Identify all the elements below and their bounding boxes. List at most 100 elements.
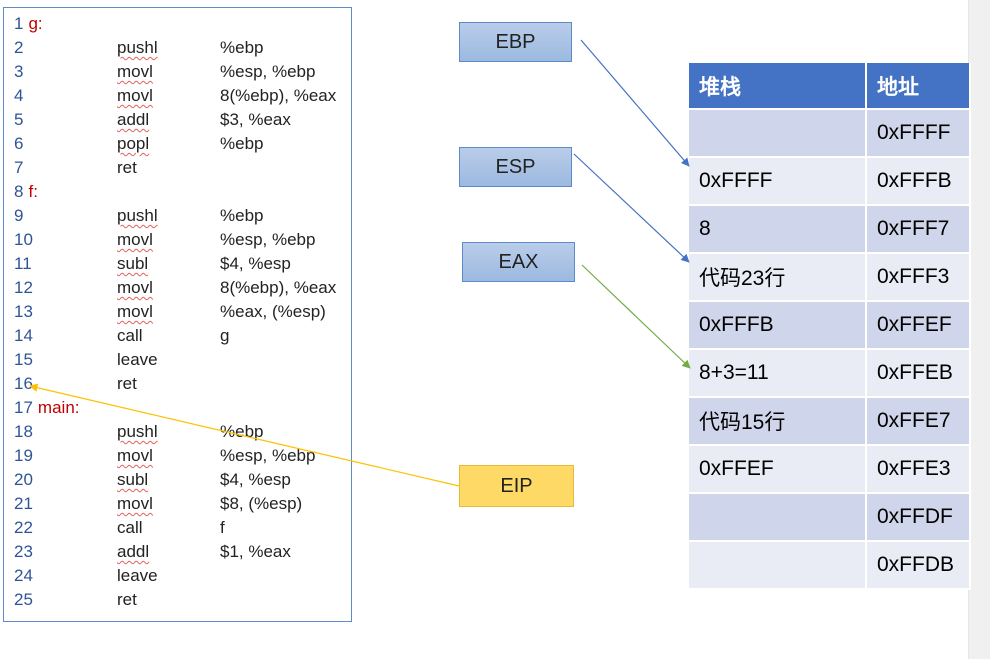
instruction-mnemonic: addl xyxy=(117,542,150,561)
stack-address-cell: 0xFFDF xyxy=(867,494,971,542)
stack-address-cell: 0xFFFF xyxy=(867,110,971,158)
instruction-operands: %ebp xyxy=(220,38,264,57)
line-number: 17 xyxy=(14,398,33,417)
instruction-operands: $8, (%esp) xyxy=(220,494,303,513)
stack-row: 0xFFDF xyxy=(689,494,971,542)
line-number: 19 xyxy=(14,446,33,465)
line-number: 15 xyxy=(14,350,33,369)
line-number: 11 xyxy=(14,254,32,273)
instruction-mnemonic: movl xyxy=(117,302,153,321)
line-number: 4 xyxy=(14,86,24,105)
code-line: 11 subl $4, %esp xyxy=(4,252,351,276)
code-line: 23 addl $1, %eax xyxy=(4,540,351,564)
instruction-mnemonic: movl xyxy=(117,230,153,249)
register-esp: ESP xyxy=(459,147,572,187)
stack-value-cell xyxy=(689,110,867,158)
instruction-operands: %esp, %ebp xyxy=(220,230,316,249)
instruction-mnemonic: movl xyxy=(117,278,153,297)
function-label: g: xyxy=(28,14,43,33)
stack-value-cell: 代码15行 xyxy=(689,398,867,446)
register-eax-label: EAX xyxy=(498,250,539,273)
instruction-operands: 8(%ebp), %eax xyxy=(220,278,337,297)
code-line: 19 movl %esp, %ebp xyxy=(4,444,351,468)
instruction-mnemonic: ret xyxy=(117,158,137,177)
stack-table-header: 堆栈 地址 xyxy=(689,63,971,110)
register-ebp: EBP xyxy=(459,22,572,62)
stack-value-cell: 0xFFFF xyxy=(689,158,867,206)
instruction-mnemonic: popl xyxy=(117,134,150,153)
instruction-operands: %ebp xyxy=(220,134,264,153)
register-eax: EAX xyxy=(462,242,575,282)
instruction-operands: $1, %eax xyxy=(220,542,291,561)
line-number: 21 xyxy=(14,494,33,513)
code-line: 15 leave xyxy=(4,348,351,372)
instruction-mnemonic: movl xyxy=(117,446,153,465)
instruction-operands: %esp, %ebp xyxy=(220,446,316,465)
instruction-operands: $4, %esp xyxy=(220,254,291,273)
instruction-mnemonic: pushl xyxy=(117,38,158,57)
instruction-mnemonic: pushl xyxy=(117,422,158,441)
esp-pointer-arrow xyxy=(573,153,690,263)
register-eip-label: EIP xyxy=(500,474,533,497)
line-number: 8 xyxy=(14,182,24,201)
line-number: 14 xyxy=(14,326,33,345)
instruction-mnemonic: ret xyxy=(117,590,137,609)
stack-row: 0xFFFF xyxy=(689,110,971,158)
line-number: 2 xyxy=(14,38,24,57)
stack-value-cell xyxy=(689,542,867,590)
stack-value-cell: 8+3=11 xyxy=(689,350,867,398)
instruction-mnemonic: subl xyxy=(117,254,149,273)
instruction-mnemonic: movl xyxy=(117,494,153,513)
code-line: 12 movl 8(%ebp), %eax xyxy=(4,276,351,300)
instruction-operands: %esp, %ebp xyxy=(220,62,316,81)
line-number: 5 xyxy=(14,110,24,129)
code-line: 21 movl $8, (%esp) xyxy=(4,492,351,516)
code-line: 2 pushl %ebp xyxy=(4,36,351,60)
instruction-operands: %ebp xyxy=(220,206,264,225)
line-number: 24 xyxy=(14,566,33,585)
line-number: 23 xyxy=(14,542,33,561)
stack-address-cell: 0xFFF7 xyxy=(867,206,971,254)
instruction-operands: $3, %eax xyxy=(220,110,291,129)
stack-row: 0xFFDB xyxy=(689,542,971,590)
line-number: 20 xyxy=(14,470,33,489)
line-number: 9 xyxy=(14,206,24,225)
register-eip: EIP xyxy=(459,465,574,507)
instruction-mnemonic: leave xyxy=(117,350,158,369)
line-number: 22 xyxy=(14,518,33,537)
stack-address-cell: 0xFFF3 xyxy=(867,254,971,302)
register-ebp-label: EBP xyxy=(495,30,536,53)
instruction-mnemonic: call xyxy=(117,326,143,345)
line-number: 12 xyxy=(14,278,33,297)
stack-address-cell: 0xFFEB xyxy=(867,350,971,398)
stack-value-cell: 代码23行 xyxy=(689,254,867,302)
stack-value-cell: 0xFFEF xyxy=(689,446,867,494)
line-number: 13 xyxy=(14,302,33,321)
instruction-operands: f xyxy=(220,518,225,537)
